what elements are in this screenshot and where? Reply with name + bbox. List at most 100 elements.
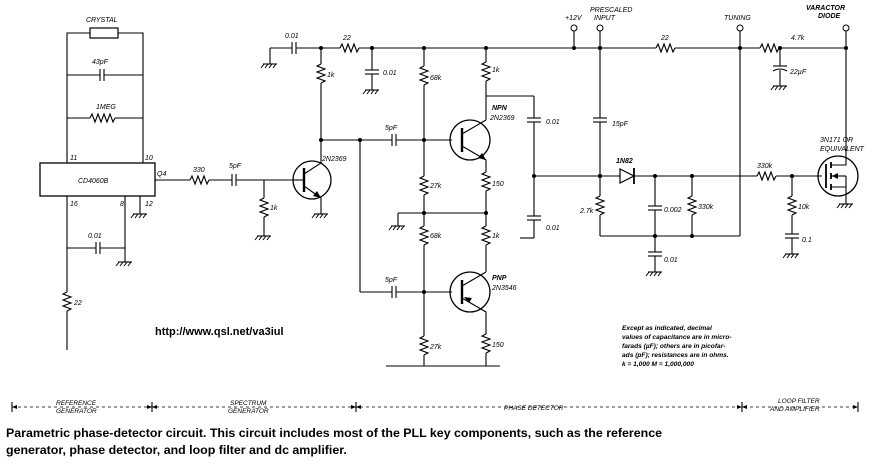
- transistor-npn: [449, 119, 491, 161]
- cap-22uf-label: 22µF: [789, 69, 807, 76]
- cap-001-f-label: 0.01: [664, 257, 678, 264]
- terminal-prescaled-input: [596, 24, 604, 32]
- units-note: Except as indicated, decimal values of c…: [622, 325, 732, 368]
- section-phase-detector: PHASE DETECTOR: [504, 405, 564, 412]
- resistor-2-7k-label: 2.7k: [579, 208, 594, 215]
- cap-001-e-label: 0.01: [546, 225, 560, 232]
- cap-15pf-label: 15pF: [612, 121, 629, 128]
- phase-detector: 5pF 5pF 68k 27k 68k 27k 1k: [319, 46, 600, 367]
- resistor-4-7k: [759, 42, 780, 54]
- section-reference-2: GENERATOR: [56, 408, 97, 415]
- resistor-22-b-label: 22: [342, 35, 351, 42]
- cap-001-b-label: 0.01: [285, 33, 299, 40]
- resistor-10k: [786, 195, 798, 216]
- cap-5pf-a-label: 5pF: [229, 163, 242, 170]
- cap-43pf-label: 43pF: [92, 59, 109, 66]
- resistor-2-7k: [594, 195, 606, 216]
- resistor-68k-b-label: 68k: [430, 233, 442, 240]
- resistor-330k-a-label: 330k: [698, 204, 714, 211]
- resistor-27k-b-label: 27k: [429, 344, 442, 351]
- resistor-1k-c-label: 1k: [492, 67, 500, 74]
- prescaled-label-1: PRESCALED: [590, 7, 632, 14]
- caption-line-1: Parametric phase-detector circuit. This …: [6, 426, 662, 440]
- crystal-label: CRYSTAL: [86, 17, 118, 24]
- reference-generator: CRYSTAL 43pF 1MEG CD4060B 11 10 16 8 12 …: [39, 17, 166, 350]
- resistor-27k-b: [418, 335, 430, 356]
- resistor-22-c: [655, 42, 676, 54]
- varactor-label-2: DIODE: [818, 13, 841, 20]
- npn-part-label: 2N2369: [489, 115, 515, 122]
- resistor-330k-b-label: 330k: [757, 163, 773, 170]
- resistor-150-b: [480, 333, 492, 354]
- crystal-symbol: [89, 27, 119, 39]
- section-loop-1: LOOP FILTER: [778, 398, 820, 405]
- resistor-330: [189, 174, 210, 186]
- note-line-4: ads (pF); resistances are in ohms.: [622, 352, 729, 359]
- cap-001-a-label: 0.01: [88, 233, 102, 240]
- transistor-2n2369-label: 2N2369: [321, 156, 347, 163]
- pin8: 8: [120, 201, 124, 208]
- prescaled-label-2: INPUT: [594, 15, 616, 22]
- terminal-varactor-diode: [842, 24, 850, 32]
- resistor-150-a: [480, 171, 492, 192]
- resistor-22-b: [339, 42, 360, 54]
- diode-1n82: [619, 168, 636, 184]
- resistor-1k-a: [258, 197, 270, 218]
- resistor-1meg: [89, 112, 116, 124]
- pin16: 16: [70, 201, 78, 208]
- resistor-22-a-label: 22: [73, 300, 82, 307]
- section-reference-1: REFERENCE: [56, 400, 97, 407]
- figure-caption: Parametric phase-detector circuit. This …: [6, 425, 872, 459]
- pnp-part-label: 2N3546: [491, 285, 517, 292]
- cap-01-label: 0.1: [802, 237, 812, 244]
- npn-label: NPN: [492, 105, 508, 112]
- resistor-4-7k-label: 4.7k: [791, 35, 805, 42]
- caption-line-2: generator, phase detector, and loop filt…: [6, 443, 347, 457]
- pinq: Q4: [157, 171, 166, 178]
- mosfet-label-2: EQUIVALENT: [820, 146, 865, 153]
- ic-label: CD4060B: [78, 178, 109, 185]
- resistor-27k-a-label: 27k: [429, 183, 442, 190]
- tuning-label: TUNING: [724, 15, 751, 22]
- cap-0002-label: 0.002: [664, 207, 682, 214]
- resistor-1k-a-label: 1k: [270, 205, 278, 212]
- resistor-27k-a: [418, 175, 430, 196]
- resistor-68k-b: [418, 225, 430, 246]
- resistor-68k-a-label: 68k: [430, 75, 442, 82]
- cap-001-c-label: 0.01: [383, 70, 397, 77]
- resistor-330k-b: [756, 170, 777, 182]
- mosfet-label-1: 3N171 OR: [820, 137, 853, 144]
- resistor-1k-d-label: 1k: [492, 233, 500, 240]
- v12-label: +12V: [565, 15, 583, 22]
- loop-filter: +12V PRESCALED INPUT 15pF 2.7k 1N82 0.00…: [565, 5, 865, 277]
- pin10: 10: [145, 155, 153, 162]
- diode-label: 1N82: [616, 158, 633, 165]
- varactor-label-1: VARACTOR: [806, 5, 845, 12]
- cap-001-d-label: 0.01: [546, 119, 560, 126]
- resistor-1k-b-label: 1k: [327, 72, 335, 79]
- pin11: 11: [70, 155, 77, 162]
- resistor-330k-a: [686, 195, 698, 216]
- resistor-1k-d: [480, 225, 492, 246]
- section-spectrum-1: SPECTRUM: [230, 400, 267, 407]
- resistor-22-a: [61, 291, 73, 312]
- pin12: 12: [145, 201, 153, 208]
- resistor-150-b-label: 150: [492, 342, 504, 349]
- note-line-2: values of capacitance are in micro-: [622, 334, 732, 341]
- note-line-5: k = 1,000 M = 1,000,000: [622, 361, 694, 368]
- note-line-1: Except as indicated, decimal: [622, 325, 712, 332]
- resistor-330-label: 330: [193, 167, 205, 174]
- resistor-1k-c: [480, 61, 492, 82]
- transistor-pnp: [449, 271, 491, 313]
- section-bar: REFERENCE GENERATOR SPECTRUM GENERATOR P…: [11, 398, 859, 415]
- terminal-12v: [570, 24, 578, 32]
- note-line-3: farads (µF); others are in picofar-: [622, 343, 725, 350]
- cap-5pf-b-label: 5pF: [385, 125, 398, 132]
- resistor-1k-b: [315, 63, 327, 84]
- source-url: http://www.qsl.net/va3iul: [155, 326, 284, 338]
- transistor-2n2369: [292, 160, 332, 200]
- resistor-10k-label: 10k: [798, 204, 810, 211]
- section-spectrum-2: GENERATOR: [228, 408, 269, 415]
- section-loop-2: AND AMPLIFIER: [769, 406, 820, 413]
- resistor-68k-a: [418, 65, 430, 86]
